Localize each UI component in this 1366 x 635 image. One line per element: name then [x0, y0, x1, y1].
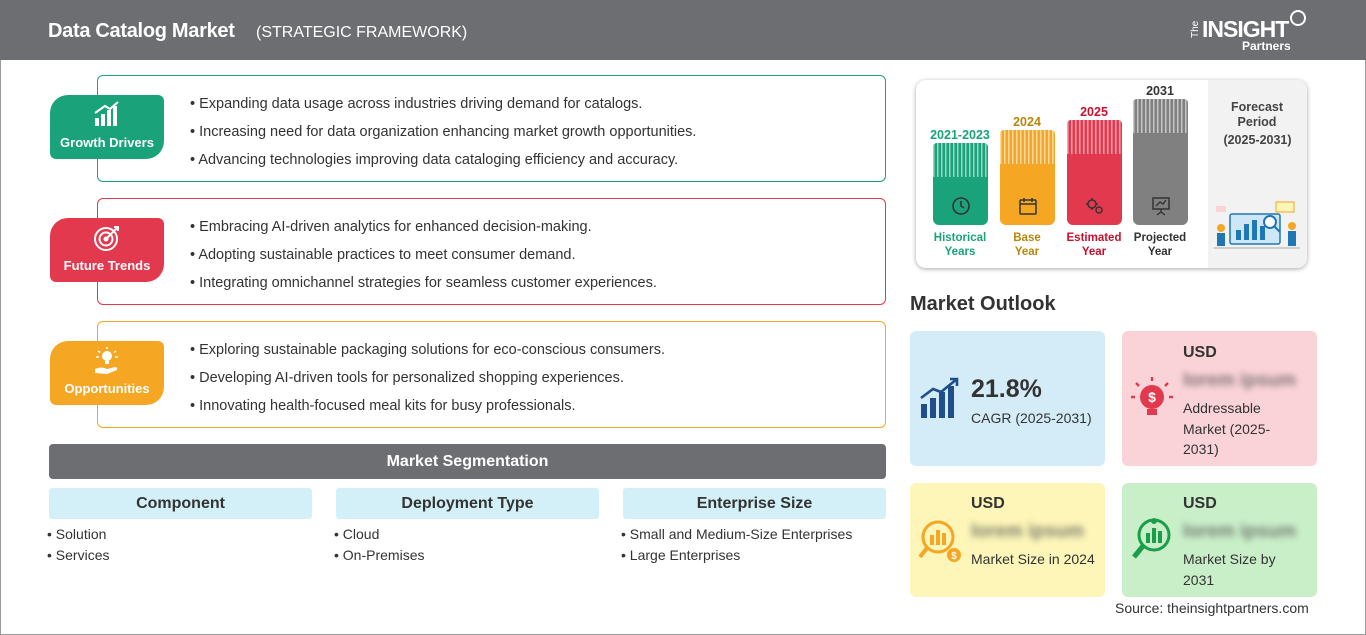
segment-header-enterprise: Enterprise Size [623, 488, 886, 519]
timeline-label-line: Years [944, 246, 976, 258]
insight-partners-logo[interactable]: The INSIGHT Partners [1190, 10, 1310, 54]
opportunities-list: Exploring sustainable packaging solution… [190, 342, 665, 426]
opportunities-badge: Opportunities [50, 341, 164, 405]
list-item: Integrating omnichannel strategies for s… [190, 275, 657, 303]
timeline-label-line: Year [1014, 246, 1040, 258]
list-item: Cloud [334, 526, 424, 547]
list-item: Services [47, 547, 110, 568]
future-trends-badge: Future Trends [50, 218, 164, 282]
list-item: Large Enterprises [621, 547, 852, 568]
lightbulb-hand-icon [95, 347, 118, 374]
growth-drivers-box: Expanding data usage across industries d… [97, 75, 886, 182]
history-icon [952, 197, 970, 215]
growth-drivers-badge: Growth Drivers [50, 95, 164, 159]
addressable-market-card: $ USD lorem ipsum Addressable Market (20… [1122, 331, 1317, 466]
source-credit: Source: theinsightpartners.com [1115, 600, 1309, 616]
analytics-people-icon [1214, 201, 1300, 249]
page-subtitle: (STRATEGIC FRAMEWORK) [256, 24, 468, 41]
market-size-2024-value-blurred: lorem ipsum [971, 521, 1084, 542]
presentation-icon [1152, 197, 1170, 216]
logo-partners: Partners [1242, 39, 1291, 53]
segment-header-deployment: Deployment Type [336, 488, 599, 519]
segment-list-component: Solution Services [47, 526, 110, 568]
money-chart-icon: $ [918, 520, 961, 562]
timeline-panel: 2021-2023 Historical Years 2024 Base Yea… [916, 80, 1307, 268]
market-outlook-title: Market Outlook [910, 293, 1056, 315]
svg-text:$: $ [1148, 389, 1156, 405]
timeline-label-line: Year [1081, 246, 1107, 258]
timeline-bar-historical [933, 143, 988, 225]
forecast-period-label: Forecast Period [1230, 100, 1284, 129]
list-item: Increasing need for data organization en… [190, 124, 696, 152]
forecast-period-range: (2025-2031) [1223, 133, 1292, 147]
timeline-label-line: Estimated [1066, 232, 1122, 244]
timeline-label-estimated: Estimated Year [1049, 231, 1139, 259]
market-size-2024-card: $ USD lorem ipsum Market Size in 2024 [910, 483, 1105, 597]
market-size-2024-label: Market Size in 2024 [971, 551, 1095, 567]
timeline-label-line: Historical [933, 232, 987, 244]
timeline-year-historical: 2021-2023 [930, 128, 990, 142]
addressable-label: Addressable Market (2025-2031) [1183, 400, 1271, 457]
logo-ring-icon [1290, 10, 1306, 26]
list-item: Embracing AI-driven analytics for enhanc… [190, 219, 657, 247]
timeline-label-base: Base Year [982, 231, 1072, 259]
list-item: Small and Medium-Size Enterprises [621, 526, 853, 547]
timeline-year-estimated: 2025 [1080, 105, 1108, 119]
future-trends-list: Embracing AI-driven analytics for enhanc… [190, 219, 657, 303]
header-bar: Data Catalog Market (STRATEGIC FRAMEWORK… [0, 0, 1366, 60]
list-item: Innovating health-focused meal kits for … [190, 398, 665, 426]
timeline-bar-base [1000, 130, 1055, 225]
timeline-year-projected: 2031 [1146, 84, 1174, 98]
list-item: Solution [47, 526, 109, 547]
market-size-2024-currency: USD [971, 495, 1005, 512]
market-segmentation-bar: Market Segmentation [49, 444, 886, 479]
badge-label: Future Trends [63, 258, 151, 273]
logo-the: The [1190, 20, 1201, 38]
badge-label: Opportunities [64, 381, 150, 396]
segment-header-component: Component [49, 488, 312, 519]
timeline-bar-estimated [1067, 120, 1122, 225]
segment-list-deployment: Cloud On-Premises [334, 526, 425, 568]
timeline-label-line: Year [1147, 246, 1173, 258]
list-item: Expanding data usage across industries d… [190, 96, 696, 124]
dollar-bulb-icon: $ [1131, 377, 1173, 415]
list-item: On-Premises [334, 547, 425, 568]
opportunities-box: Exploring sustainable packaging solution… [97, 321, 886, 428]
growth-chart-icon [94, 101, 119, 126]
list-item: Advancing technologies improving data ca… [190, 152, 696, 180]
cagr-value: 21.8% [971, 375, 1042, 403]
addressable-value-blurred: lorem ipsum [1183, 370, 1296, 391]
svg-text:$: $ [951, 551, 957, 562]
target-icon [94, 226, 119, 251]
segment-list-enterprise: Small and Medium-Size Enterprises Large … [621, 526, 853, 568]
timeline-label-line: Projected [1133, 232, 1187, 244]
page-title: Data Catalog Market [48, 20, 235, 42]
cagr-label: CAGR (2025-2031) [971, 410, 1092, 426]
market-size-2031-card: USD lorem ipsum Market Size by 2031 [1122, 483, 1317, 597]
cagr-card: 21.8% CAGR (2025-2031) [910, 331, 1105, 466]
timeline-label-historical: Historical Years [915, 231, 1005, 259]
list-item: Developing AI-driven tools for personali… [190, 370, 665, 398]
calendar-icon [1019, 198, 1037, 215]
forecast-period-panel: Forecast Period (2025-2031) [1208, 80, 1307, 268]
timeline-label-projected: Projected Year [1115, 231, 1205, 259]
list-item: Adopting sustainable practices to meet c… [190, 247, 657, 275]
future-trends-box: Embracing AI-driven analytics for enhanc… [97, 198, 886, 305]
badge-label: Growth Drivers [60, 135, 154, 150]
gears-icon [1086, 198, 1103, 214]
growth-drivers-list: Expanding data usage across industries d… [190, 96, 696, 180]
timeline-label-line: Base [1013, 232, 1041, 244]
timeline-bar-projected [1133, 99, 1188, 225]
market-size-2031-currency: USD [1183, 495, 1217, 512]
addressable-currency: USD [1183, 344, 1217, 361]
logo-insight: INSIGHT [1202, 16, 1289, 42]
market-size-2031-value-blurred: lorem ipsum [1183, 521, 1296, 542]
market-size-2031-label: Market Size by 2031 [1183, 551, 1276, 588]
timeline-year-base: 2024 [1013, 115, 1041, 129]
growth-chart-icon [920, 377, 959, 418]
list-item: Exploring sustainable packaging solution… [190, 342, 665, 370]
magnifier-chart-icon [1132, 518, 1171, 559]
